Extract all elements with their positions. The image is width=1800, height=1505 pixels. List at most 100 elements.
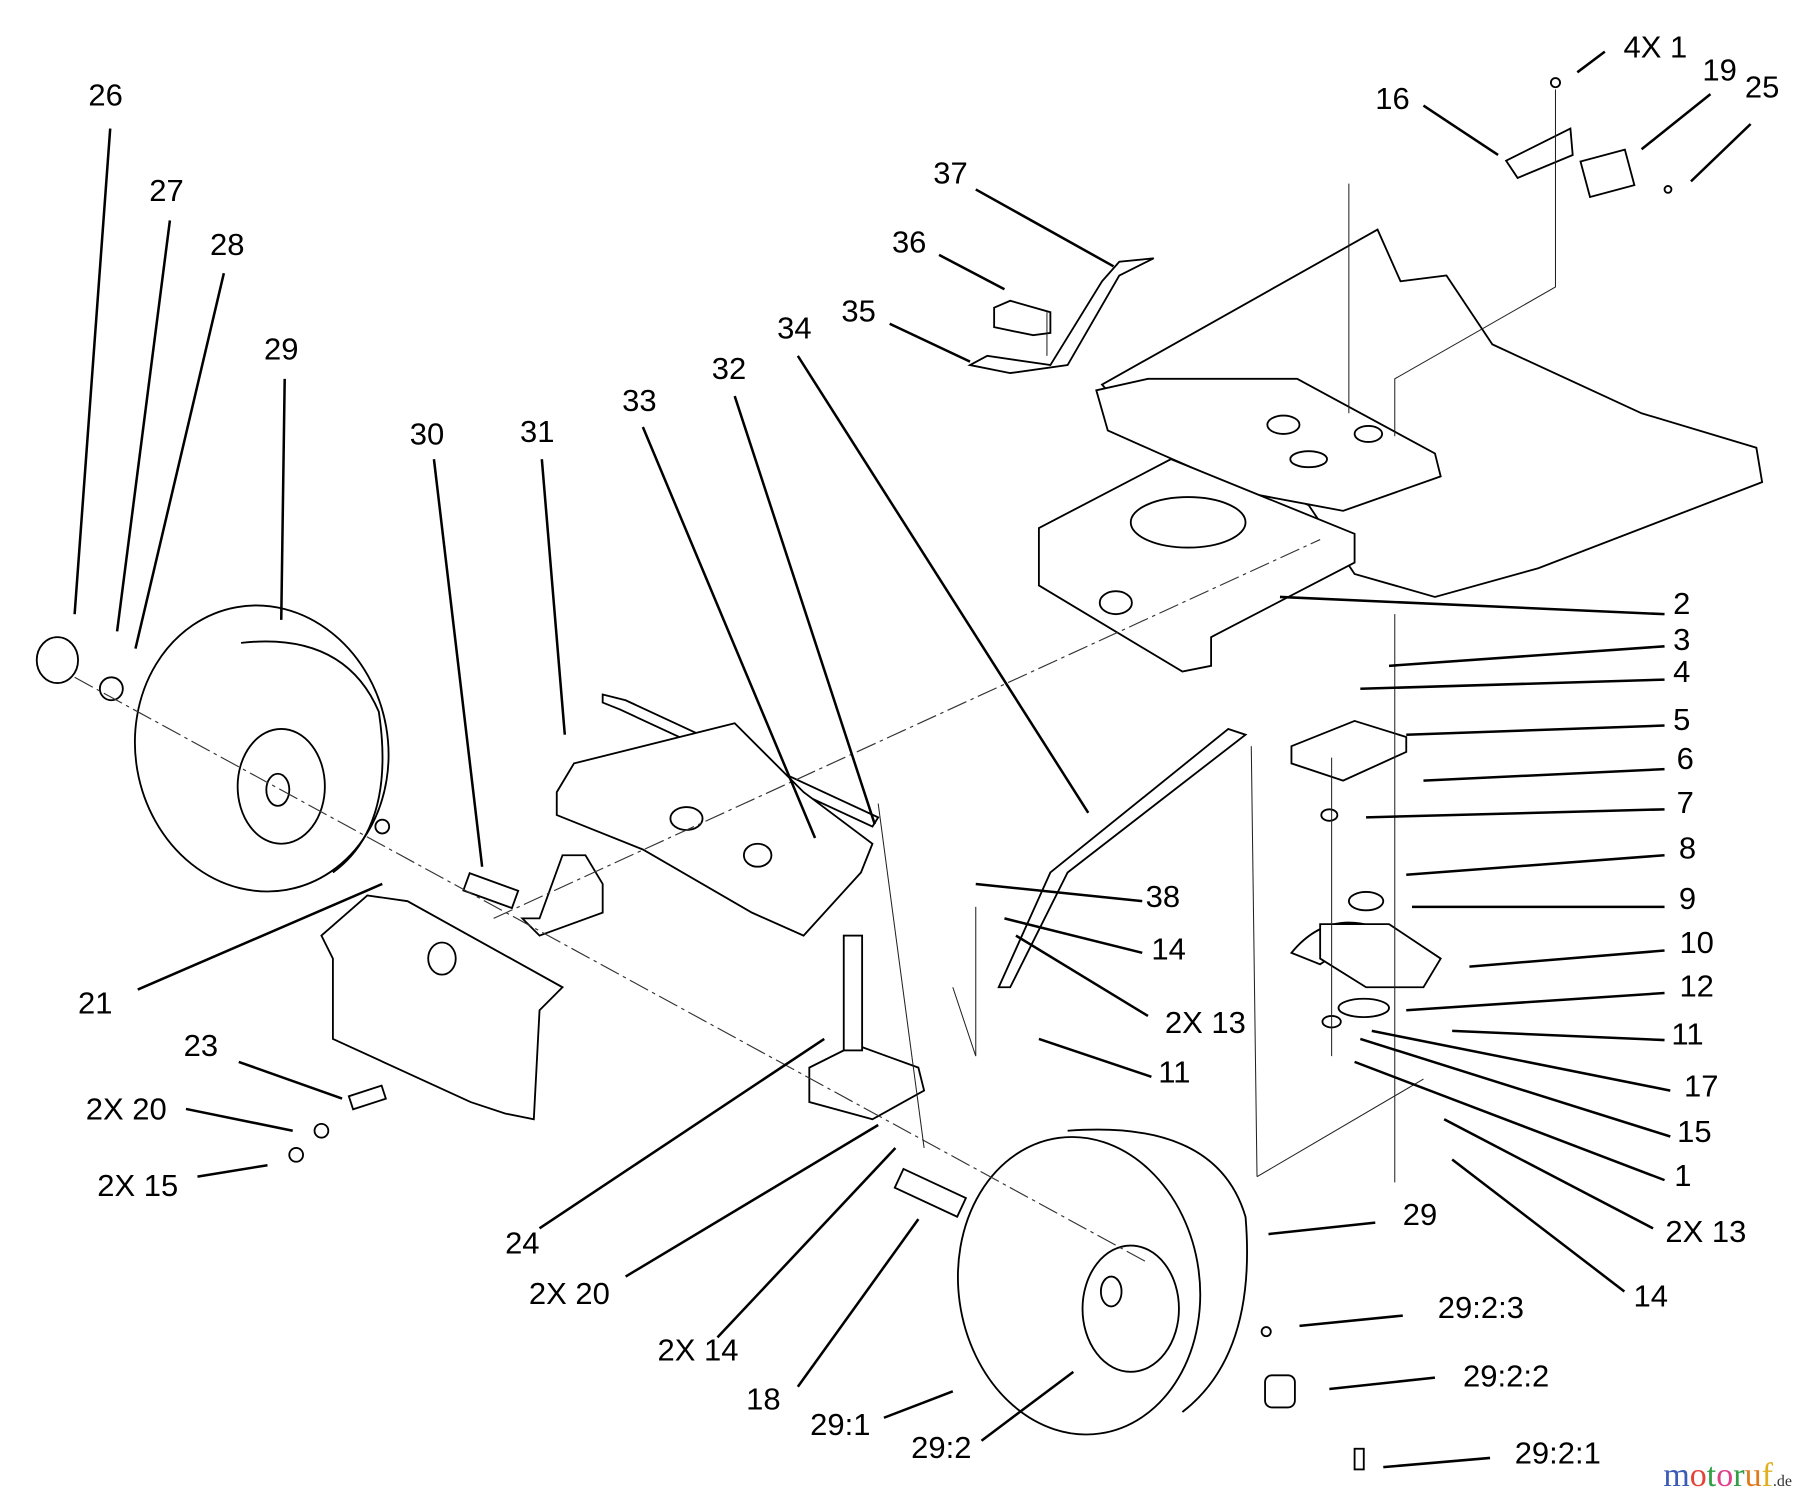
leader-line (115, 220, 172, 632)
plate-hole (1266, 414, 1301, 435)
dash-plate (1095, 377, 1442, 512)
leader-line (1423, 767, 1665, 782)
bracket-36 (993, 299, 1052, 337)
callout-label: 33 (622, 383, 656, 418)
front-bracket (320, 894, 565, 1121)
callout-label: 31 (520, 414, 554, 449)
callout-label: 11 (1671, 1017, 1703, 1052)
steering-lever (967, 257, 1155, 375)
leader-line (1359, 1037, 1671, 1138)
leader-line (641, 426, 817, 839)
assembly-line (1046, 312, 1258, 1177)
pin (462, 871, 520, 910)
right-wheel-rim (1081, 1244, 1180, 1373)
leader-line (1366, 808, 1665, 819)
callout-label: 2X 20 (529, 1276, 610, 1311)
frame-box (1037, 458, 1356, 673)
callout-label: 26 (88, 78, 122, 113)
hub-cap (35, 636, 79, 684)
leader-line (716, 1147, 897, 1339)
callout-label: 14 (1634, 1278, 1668, 1313)
leader-line (1371, 1029, 1671, 1092)
callout-label: 21 (78, 986, 112, 1021)
callout-label: 8 (1679, 831, 1696, 866)
callout-label: 16 (1375, 81, 1409, 116)
callout-label: 4 (1673, 654, 1690, 689)
callout-label: 29:2:2 (1463, 1359, 1549, 1394)
leader-line (733, 395, 876, 825)
callout-label: 35 (841, 293, 875, 328)
callout-label: 37 (933, 156, 967, 191)
pin-23 (347, 1084, 388, 1111)
assembly-line (1348, 89, 1557, 437)
callout-label: 2X 13 (1165, 1005, 1246, 1040)
leader-line (1388, 645, 1665, 668)
bracket-16 (1504, 127, 1574, 180)
washer (374, 818, 391, 835)
leader-line (796, 1218, 920, 1388)
grease-fitting (1353, 1447, 1365, 1471)
callout-label: 19 (1702, 52, 1736, 87)
left-wheel-rim (236, 728, 326, 845)
leader-line (1329, 1376, 1436, 1391)
callout-label: 15 (1677, 1114, 1711, 1149)
drag-link (997, 727, 1248, 989)
callout-label: 9 (1679, 881, 1696, 916)
callout-label: 18 (746, 1382, 780, 1417)
assembly-line (1256, 614, 1424, 1183)
leader-line (1452, 1029, 1665, 1042)
leader-line (796, 355, 1090, 814)
leader-line (1383, 1456, 1491, 1469)
leader-line (1469, 949, 1665, 968)
washer (1337, 997, 1390, 1019)
callout-label: 32 (712, 351, 746, 386)
callout-label: 2X 15 (97, 1168, 178, 1203)
leader-line (1406, 853, 1665, 877)
leader-line (197, 1163, 268, 1178)
callout-label: 29:1 (810, 1407, 870, 1442)
nut (288, 1147, 304, 1163)
leader-line (975, 188, 1115, 268)
switch-19 (1579, 148, 1636, 199)
callout-label: 24 (505, 1226, 539, 1261)
screw (1663, 185, 1673, 194)
left-wheel-hub (265, 772, 291, 807)
callout-label: 38 (1146, 879, 1180, 914)
callout-label: 12 (1679, 968, 1713, 1003)
assembly-line (877, 803, 977, 1149)
leader-line (538, 1037, 825, 1230)
callout-label: 23 (184, 1028, 218, 1063)
callout-label: 2X 20 (86, 1091, 167, 1126)
spindle-left (520, 854, 604, 937)
front-axle (555, 722, 874, 937)
steering-plate (1290, 719, 1408, 782)
leader-line (1354, 1060, 1665, 1182)
sector-gear-plate (1319, 923, 1442, 989)
callout-label: 30 (410, 416, 444, 451)
callout-label: 10 (1679, 925, 1713, 960)
leader-line (1640, 93, 1712, 151)
bushing (1264, 1374, 1296, 1409)
bracket-hole (427, 941, 457, 976)
leader-line (1406, 724, 1665, 736)
leader-line (137, 882, 383, 991)
leader-line (238, 1060, 343, 1100)
nut (1549, 77, 1561, 89)
tie-rod (601, 693, 880, 828)
callout-label: 2X 14 (657, 1332, 738, 1367)
spindle-shaft (842, 934, 864, 1052)
hood-panel (1100, 228, 1764, 598)
callout-label: 27 (149, 173, 183, 208)
callout-label: 29 (264, 331, 298, 366)
leader-line (1299, 1314, 1403, 1328)
callout-label: 17 (1684, 1068, 1718, 1103)
washer (313, 1122, 330, 1139)
right-wheel-tire-back (1067, 1128, 1248, 1413)
callout-label: 2 (1673, 586, 1690, 621)
callout-label: 5 (1673, 702, 1690, 737)
callout-label: 29:2:1 (1515, 1436, 1601, 1471)
leader-line (624, 1123, 879, 1278)
spindle-right (808, 1043, 926, 1121)
